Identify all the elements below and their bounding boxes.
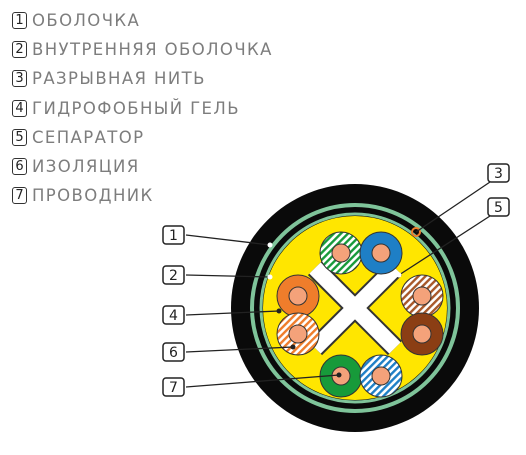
legend-number-2: 2 xyxy=(12,41,27,59)
legend-label-2: ВНУТРЕННЯЯ ОБОЛОЧКА xyxy=(32,40,273,60)
legend-number-3: 3 xyxy=(12,70,27,88)
wire-brown xyxy=(400,312,444,356)
legend-label-4: ГИДРОФОБНЫЙ ГЕЛЬ xyxy=(32,98,240,118)
callout-4: 4 xyxy=(162,305,185,325)
wire-blue xyxy=(359,231,403,275)
callout-3: 3 xyxy=(487,163,510,183)
callout-2-label: 2 xyxy=(169,268,178,284)
callout-7-label: 7 xyxy=(169,380,178,396)
wire-brown-striped xyxy=(400,274,444,318)
callout-3-label: 3 xyxy=(494,166,503,182)
legend-number-5: 5 xyxy=(12,128,27,146)
leader-line-dots xyxy=(267,242,402,280)
separator-cross xyxy=(307,260,403,356)
legend-number-6: 6 xyxy=(12,158,27,176)
rip-cord xyxy=(411,227,421,237)
leader-line-dots-dark xyxy=(276,308,342,378)
callout-1-label: 1 xyxy=(169,228,178,244)
inner-sheath-ring-inner xyxy=(259,212,451,404)
legend-item-4: 4 ГИДРОФОБНЫЙ ГЕЛЬ xyxy=(12,94,273,123)
legend-number-7: 7 xyxy=(12,187,27,205)
wire-orange xyxy=(276,274,320,318)
legend-item-5: 5 СЕПАРАТОР xyxy=(12,123,273,152)
leader-lines xyxy=(185,181,491,388)
legend-label-5: СЕПАРАТОР xyxy=(32,127,145,147)
legend-label-1: ОБОЛОЧКА xyxy=(32,11,141,31)
wire-orange-striped xyxy=(276,312,320,356)
legend-label-6: ИЗОЛЯЦИЯ xyxy=(32,157,140,177)
legend: 1 ОБОЛОЧКА 2 ВНУТРЕННЯЯ ОБОЛОЧКА 3 РАЗРЫ… xyxy=(12,6,273,210)
legend-item-7: 7 ПРОВОДНИК xyxy=(12,181,273,210)
legend-item-3: 3 РАЗРЫВНАЯ НИТЬ xyxy=(12,64,273,93)
legend-item-6: 6 ИЗОЛЯЦИЯ xyxy=(12,152,273,181)
callout-5-label: 5 xyxy=(494,200,503,216)
legend-number-4: 4 xyxy=(12,99,27,117)
callout-6-label: 6 xyxy=(169,345,178,361)
callout-4-label: 4 xyxy=(169,308,178,324)
callout-2: 2 xyxy=(162,265,185,285)
legend-item-2: 2 ВНУТРЕННЯЯ ОБОЛОЧКА xyxy=(12,35,273,64)
legend-label-7: ПРОВОДНИК xyxy=(32,186,154,206)
callout-7: 7 xyxy=(162,377,185,397)
legend-number-1: 1 xyxy=(12,12,27,30)
inner-sheath-ring xyxy=(250,203,460,413)
callout-5: 5 xyxy=(487,197,510,217)
callout-6: 6 xyxy=(162,342,185,362)
callout-1: 1 xyxy=(162,225,185,245)
wire-blue-striped xyxy=(359,354,403,398)
wire-green-striped xyxy=(319,231,363,275)
legend-item-1: 1 ОБОЛОЧКА xyxy=(12,6,273,35)
legend-label-3: РАЗРЫВНАЯ НИТЬ xyxy=(32,69,206,89)
